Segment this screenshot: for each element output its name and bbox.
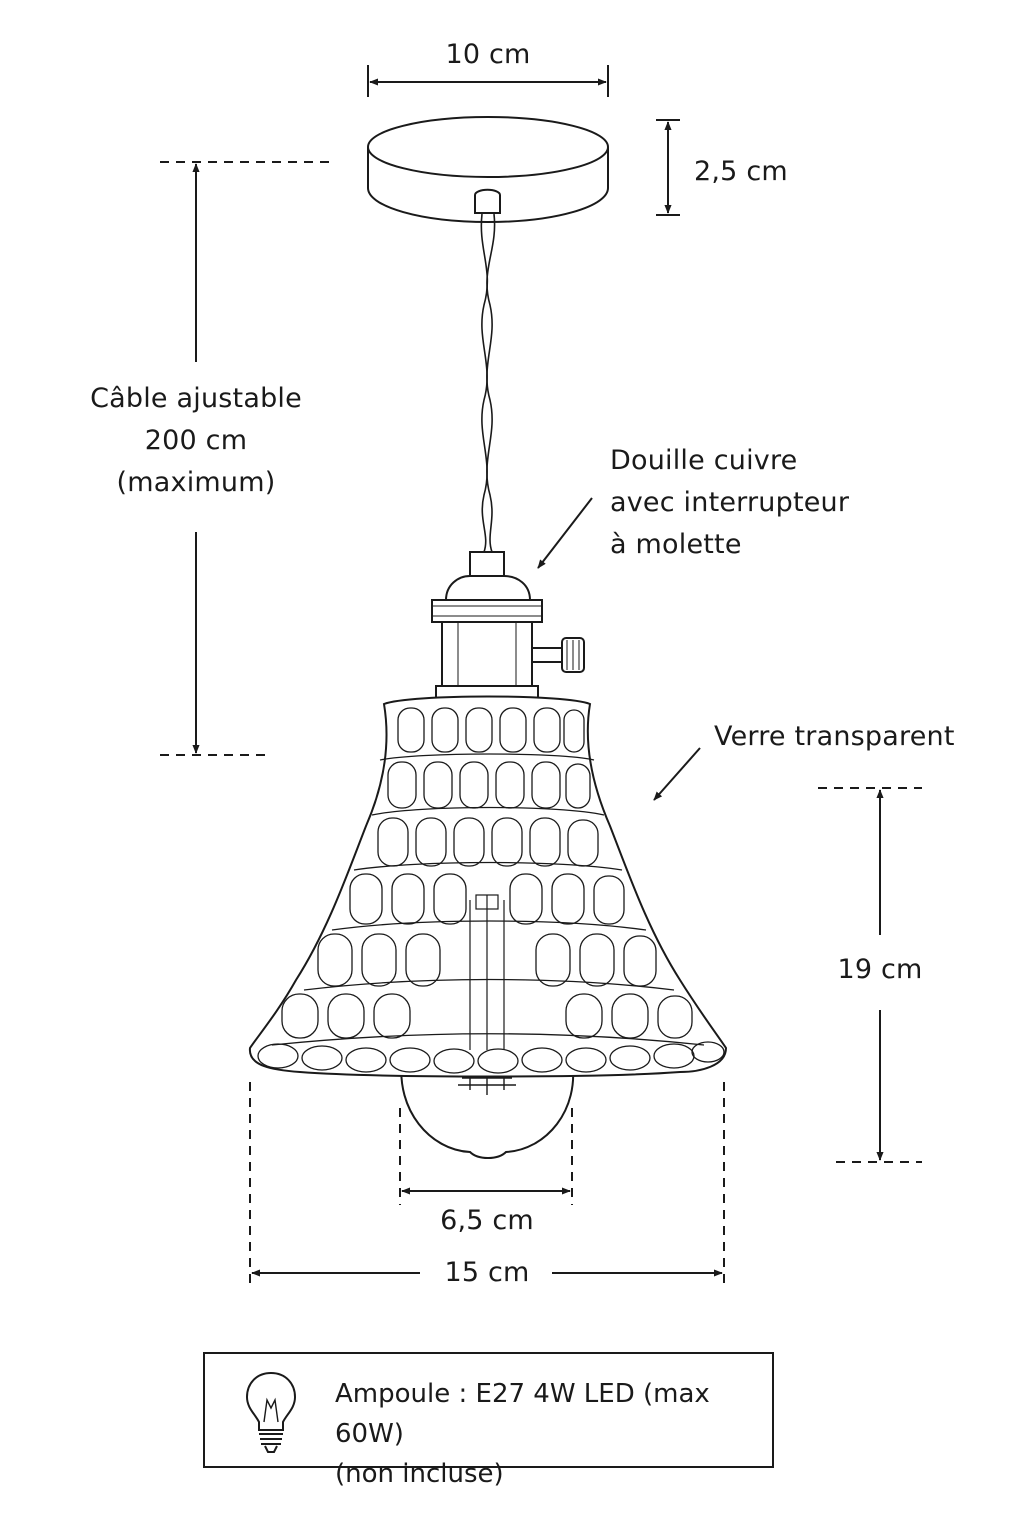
twisted-cable	[480, 213, 496, 553]
socket-callout-line-3: à molette	[610, 529, 742, 560]
cable-length-line-3: (maximum)	[116, 467, 276, 498]
bulb-note-line-2: (non incluse)	[335, 1459, 504, 1489]
callout-arrows	[537, 497, 701, 801]
cable-length-label: Câble ajustable 200 cm (maximum)	[90, 378, 302, 504]
glass-callout: Verre transparent	[714, 721, 955, 752]
cable-length-line-2: 200 cm	[144, 425, 248, 456]
socket-callout-line-1: Douille cuivre	[610, 445, 798, 476]
socket-callout-line-2: avec interrupteur	[610, 487, 850, 518]
shade-width-label: 15 cm	[444, 1257, 530, 1288]
light-bulb-icon	[245, 1371, 297, 1453]
cable-length-line-1: Câble ajustable	[90, 383, 302, 414]
filament-bulb	[400, 1059, 575, 1159]
canopy-width-label: 10 cm	[445, 39, 531, 70]
ceiling-canopy	[367, 116, 609, 223]
copper-socket	[431, 551, 585, 699]
socket-callout: Douille cuivre avec interrupteur à molet…	[610, 440, 849, 566]
shade-height-label: 19 cm	[837, 954, 923, 985]
dimension-lines	[160, 65, 922, 1285]
glass-shade	[248, 695, 728, 1078]
canopy-height-label: 2,5 cm	[694, 156, 788, 187]
bulb-note-text: Ampoule : E27 4W LED (max 60W) (non incl…	[335, 1374, 772, 1494]
bulb-note-line-1: Ampoule : E27 4W LED (max 60W)	[335, 1379, 710, 1449]
bulb-note-box: Ampoule : E27 4W LED (max 60W) (non incl…	[203, 1352, 774, 1489]
bulb-width-label: 6,5 cm	[440, 1205, 534, 1236]
